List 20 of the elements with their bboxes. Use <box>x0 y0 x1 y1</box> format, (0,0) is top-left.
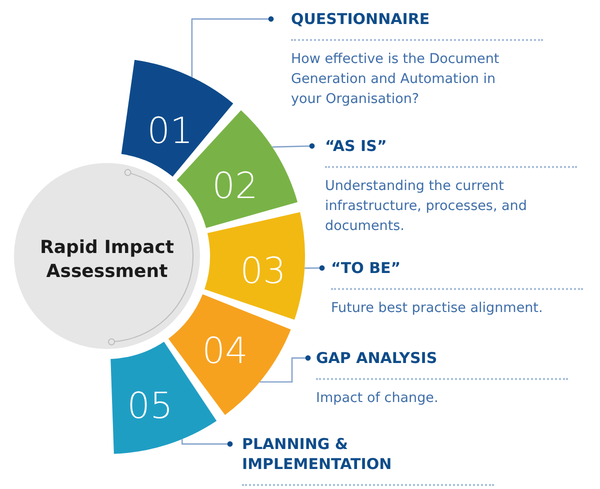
step-description: Understanding the current infrastructure, processes, and documents. <box>325 178 527 234</box>
step-heading: “AS IS” <box>325 137 387 155</box>
step-number: 02 <box>212 166 258 207</box>
leader-line <box>272 143 315 149</box>
center-label: Rapid Impact Assessment <box>40 237 174 282</box>
step-description: Future best practise alignment. <box>331 300 543 316</box>
step-description: How effective is the Document Generation and Automation in your Organisation? <box>291 51 500 107</box>
step-number: 05 <box>127 386 173 427</box>
step-heading: QUESTIONNAIRE <box>291 10 430 28</box>
step-description: Impact of change. <box>316 390 438 406</box>
step-number: 04 <box>202 331 248 372</box>
leader-line <box>182 439 233 447</box>
step-heading: PLANNING & IMPLEMENTATION <box>242 435 392 473</box>
leader-line <box>304 265 325 271</box>
step-number: 01 <box>147 111 193 152</box>
leader-line <box>191 16 274 78</box>
step-number: 03 <box>240 251 286 292</box>
step-heading: GAP ANALYSIS <box>316 349 438 367</box>
step-heading: “TO BE” <box>331 259 401 277</box>
leader-line <box>260 355 311 383</box>
